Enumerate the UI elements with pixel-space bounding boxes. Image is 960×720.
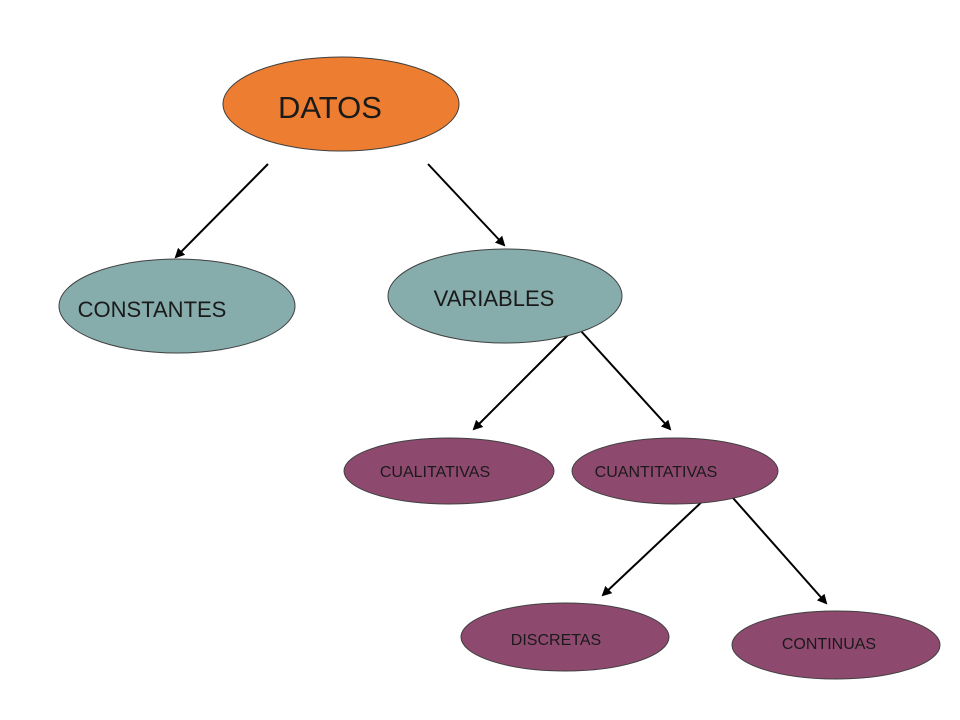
node-cualitativas-shape — [343, 437, 555, 505]
node-cualitativas-label: CUALITATIVAS — [380, 464, 490, 481]
node-discretas-shape — [460, 602, 670, 672]
edge-datos-variables — [427, 163, 506, 247]
node-cuantitativas-label: CUANTITATIVAS — [595, 464, 718, 481]
node-datos-label: DATOS — [278, 90, 382, 125]
node-datos-shape — [222, 56, 460, 152]
node-cuantitativas: CUANTITATIVAS — [571, 437, 779, 505]
node-discretas-label: DISCRETAS — [511, 632, 601, 649]
node-continuas-label: CONTINUAS — [782, 636, 876, 653]
node-constantes-shape — [58, 258, 296, 354]
node-cualitativas: CUALITATIVAS — [343, 437, 555, 505]
edges — [174, 163, 828, 605]
node-variables-shape — [387, 248, 623, 344]
node-constantes-label: CONSTANTES — [78, 297, 227, 322]
node-variables: VARIABLES — [387, 248, 623, 344]
node-constantes: CONSTANTES — [58, 258, 296, 354]
node-datos: DATOS — [222, 56, 460, 152]
edge-cuantitativas-continuas — [732, 497, 828, 605]
node-continuas-shape — [731, 610, 941, 680]
node-variables-label: VARIABLES — [434, 286, 555, 311]
edge-variables-cualitativas — [472, 334, 569, 431]
edge-datos-constantes — [174, 163, 269, 259]
edge-variables-cuantitativas — [579, 329, 672, 431]
node-continuas: CONTINUAS — [731, 610, 941, 680]
node-discretas: DISCRETAS — [460, 602, 670, 672]
edge-cuantitativas-discretas — [601, 495, 709, 597]
node-cuantitativas-shape — [571, 437, 779, 505]
